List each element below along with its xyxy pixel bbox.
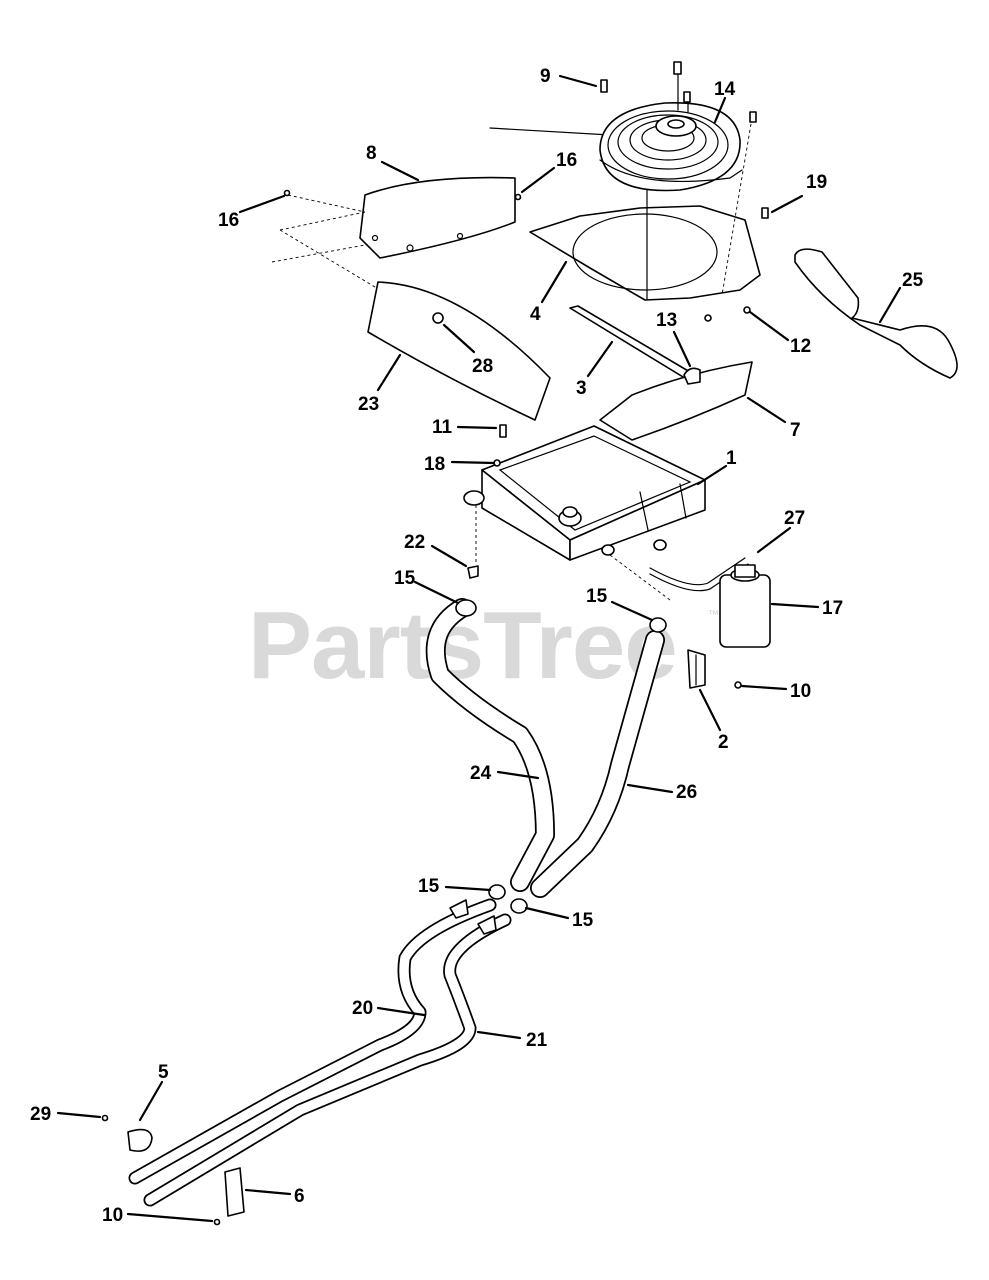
callout-14: 14: [714, 79, 736, 100]
callout-1: 1: [726, 448, 737, 469]
callout-12: 12: [790, 336, 811, 357]
callout-23: 23: [358, 394, 379, 415]
callout-22: 22: [404, 532, 425, 553]
callout-21: 21: [526, 1030, 548, 1051]
callout-15-upper-left: 15: [394, 568, 416, 589]
callout-5: 5: [158, 1062, 169, 1083]
callout-7: 7: [790, 420, 801, 441]
upper-panel: [271, 176, 516, 291]
radiator: [463, 425, 706, 601]
hardware: [101, 61, 769, 1226]
shroud-plate: [529, 117, 761, 301]
callout-11: 11: [432, 417, 453, 438]
fan-assembly: [489, 69, 743, 192]
callout-19: 19: [806, 172, 827, 193]
callout-8: 8: [366, 143, 377, 164]
callout-16-left: 16: [218, 210, 239, 231]
callout-20: 20: [352, 998, 373, 1019]
callout-28: 28: [472, 356, 493, 377]
callout-27: 27: [784, 508, 805, 529]
pipe-clamps: [127, 1128, 245, 1217]
callout-29: 29: [30, 1104, 51, 1125]
lower-panel: [367, 281, 551, 421]
callout-labels: 9 14 8 16 16 19 4 25 13 12 28 3 23 7 11 …: [30, 66, 924, 1226]
callout-3: 3: [576, 378, 587, 399]
overflow-tank: [649, 557, 771, 648]
leader-lines: [56, 74, 902, 1223]
callout-18: 18: [424, 454, 445, 475]
lower-pipes: [128, 898, 512, 1207]
callout-4: 4: [530, 304, 541, 325]
callout-6: 6: [294, 1186, 305, 1207]
upper-hoses: [425, 598, 667, 914]
callout-24: 24: [470, 763, 492, 784]
callout-9: 9: [540, 66, 551, 87]
callout-10-upper: 10: [790, 681, 811, 702]
callout-15-upper-right: 15: [586, 586, 608, 607]
callout-13: 13: [656, 310, 677, 331]
deflector: [794, 248, 958, 379]
watermark-trademark: ™: [708, 609, 719, 621]
callout-26: 26: [676, 782, 697, 803]
callout-17: 17: [822, 598, 843, 619]
callout-10-lower: 10: [102, 1205, 123, 1226]
callout-2: 2: [718, 732, 729, 753]
callout-15-lower-right: 15: [572, 910, 594, 931]
callout-15-lower-left: 15: [418, 876, 440, 897]
callout-25: 25: [902, 270, 924, 291]
front-panel: [599, 361, 753, 441]
callout-16-right: 16: [556, 150, 577, 171]
tank-bracket: [687, 649, 706, 689]
